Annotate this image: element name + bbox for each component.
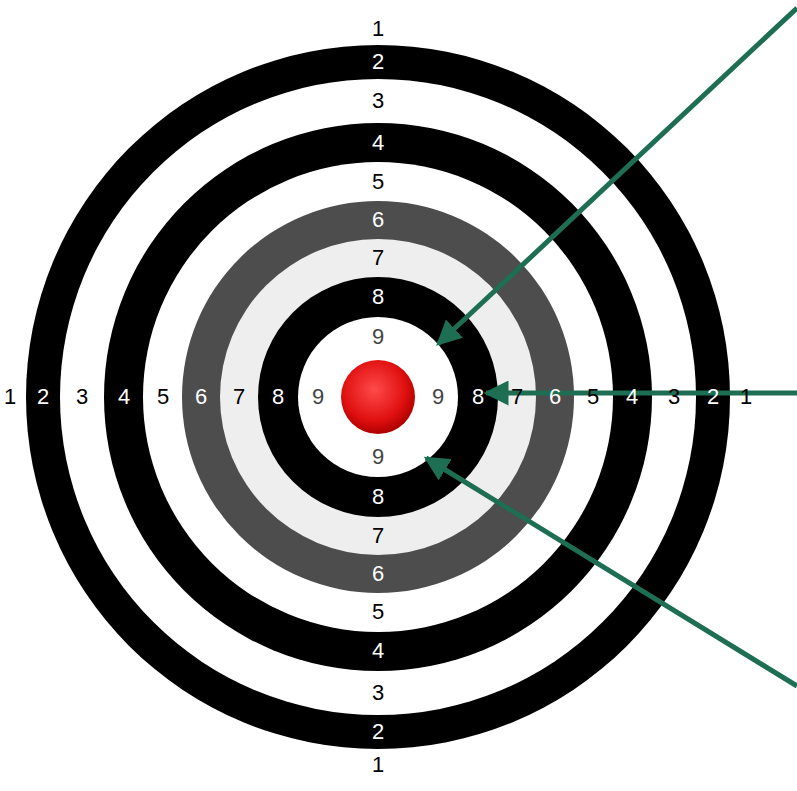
ring-number: 3 (372, 89, 384, 113)
ring-number: 2 (37, 385, 49, 409)
ring-number: 9 (432, 385, 444, 409)
ring-number: 9 (372, 325, 384, 349)
ring-number: 2 (372, 50, 384, 74)
ring-number: 5 (372, 170, 384, 194)
ring-number: 8 (472, 385, 484, 409)
ring-number: 4 (372, 131, 384, 155)
ring-number: 7 (511, 385, 523, 409)
ring-number: 6 (372, 208, 384, 232)
ring-number: 6 (549, 385, 561, 409)
ring-number: 5 (157, 385, 169, 409)
ring-number: 3 (76, 385, 88, 409)
ring-band (298, 317, 458, 477)
ring-band (220, 239, 536, 555)
ring-band (143, 162, 613, 632)
ring-number: 5 (587, 385, 599, 409)
ring-number: 6 (372, 562, 384, 586)
ring-number: 8 (372, 285, 384, 309)
ring-number: 6 (195, 385, 207, 409)
ring-number: 9 (312, 385, 324, 409)
ring-number: 1 (372, 17, 384, 41)
ring-band (60, 79, 696, 715)
ring-number: 2 (707, 385, 719, 409)
ring-number: 3 (668, 385, 680, 409)
ring-number: 8 (272, 385, 284, 409)
ring-number: 7 (233, 385, 245, 409)
pointer-arrow (426, 458, 797, 686)
ring-number: 4 (626, 385, 638, 409)
ring-number: 1 (372, 753, 384, 777)
ring-number: 5 (372, 600, 384, 624)
ring-number: 9 (372, 445, 384, 469)
bullseye (341, 360, 415, 434)
ring-number: 1 (740, 385, 752, 409)
ring-number: 7 (372, 524, 384, 548)
ring-number: 3 (372, 681, 384, 705)
ring-number: 7 (372, 246, 384, 270)
ring-band (182, 201, 574, 593)
ring-number: 2 (372, 720, 384, 744)
ring-number: 4 (118, 385, 130, 409)
ring-number: 8 (372, 485, 384, 509)
ring-number: 1 (4, 385, 16, 409)
pointer-arrow (438, 8, 797, 344)
ring-band (26, 45, 730, 749)
ring-band (104, 123, 652, 671)
ring-number: 4 (372, 639, 384, 663)
